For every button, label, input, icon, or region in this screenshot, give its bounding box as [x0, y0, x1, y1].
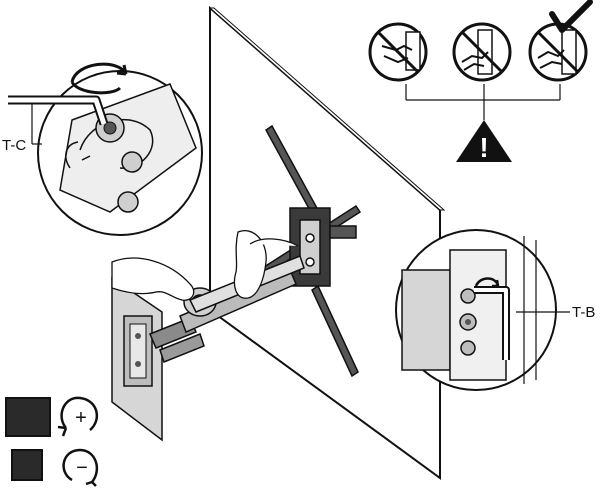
detail-callout-tension	[37, 70, 203, 236]
prohibited-config-1	[368, 22, 428, 82]
warning-triangle-icon: !	[456, 120, 512, 163]
prohibited-config-2	[452, 22, 512, 82]
warning-connector	[405, 84, 561, 120]
allowed-config	[528, 22, 588, 82]
prohibited-icon	[376, 30, 420, 74]
prohibited-icon	[460, 30, 504, 74]
rotate-arrows-icon	[474, 277, 500, 288]
wall-plate	[111, 276, 163, 442]
allen-key-icon	[8, 95, 109, 126]
clockwise-arrow-icon	[57, 396, 99, 437]
tool-c-label: T-C	[2, 137, 26, 154]
tension-box-small	[11, 449, 43, 481]
counterclockwise-arrow-icon	[62, 448, 99, 487]
tool-b-label: T-B	[572, 304, 595, 321]
increase-symbol: +	[75, 407, 87, 429]
legend-decrease: −	[11, 448, 99, 487]
detail-callout-bracket	[395, 229, 557, 391]
hands	[111, 230, 299, 301]
decrease-symbol: −	[76, 457, 88, 479]
tension-box-large	[5, 397, 51, 437]
checkmark-icon	[549, 0, 593, 33]
warning-symbol: !	[479, 132, 488, 163]
allen-key-icon	[474, 286, 510, 360]
rotate-arrows-icon	[70, 62, 128, 95]
legend-increase: +	[5, 344, 99, 437]
